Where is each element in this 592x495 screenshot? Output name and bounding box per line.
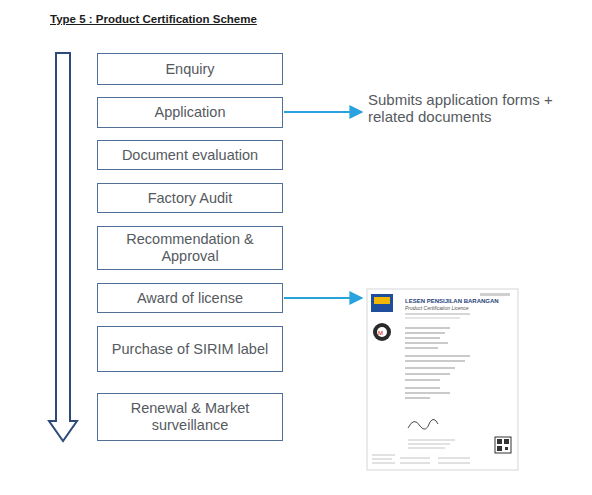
box-text-wrap: Award of license (105, 290, 275, 307)
process-box: Purchase of SIRIM label (97, 326, 283, 372)
process-box: Recommendation & Approval (97, 226, 283, 270)
box-label: Application (105, 104, 275, 121)
box-label: Award of license (105, 290, 275, 307)
box-text-wrap: Purchase of SIRIM label (101, 341, 279, 358)
license-document: M (367, 289, 518, 470)
box-label: Renewal & Market surveillance (115, 400, 265, 434)
callout-note: Submits application forms + related docu… (368, 91, 568, 125)
box-label: Enquiry (105, 61, 275, 78)
process-box: Document evaluation (97, 140, 283, 170)
process-box: Award of license (97, 283, 283, 313)
diagram-title: Type 5 : Product Certification Scheme (50, 13, 257, 25)
leader-arrow (284, 111, 362, 113)
process-box: Application (97, 97, 283, 128)
box-label: Purchase of SIRIM label (101, 341, 279, 358)
box-text-wrap: Renewal & Market surveillance (115, 400, 265, 434)
box-label: Factory Audit (105, 190, 275, 207)
box-text-wrap: Document evaluation (103, 147, 278, 164)
process-box: Factory Audit (97, 183, 283, 213)
document-heading: LESEN PENSIJILAN BARANGAN (405, 298, 505, 305)
box-label: Document evaluation (103, 147, 278, 164)
box-label: Recommendation & Approval (115, 231, 265, 265)
box-text-wrap: Application (105, 104, 275, 121)
process-box: Renewal & Market surveillance (97, 393, 283, 441)
svg-text:M: M (378, 330, 383, 336)
box-text-wrap: Enquiry (105, 61, 275, 78)
box-text-wrap: Recommendation & Approval (115, 231, 265, 265)
document-heading: Product Certification Licence (405, 305, 505, 311)
leader-arrow (284, 297, 362, 299)
box-text-wrap: Factory Audit (105, 190, 275, 207)
process-box: Enquiry (97, 53, 283, 85)
flow-arrow (49, 53, 77, 441)
